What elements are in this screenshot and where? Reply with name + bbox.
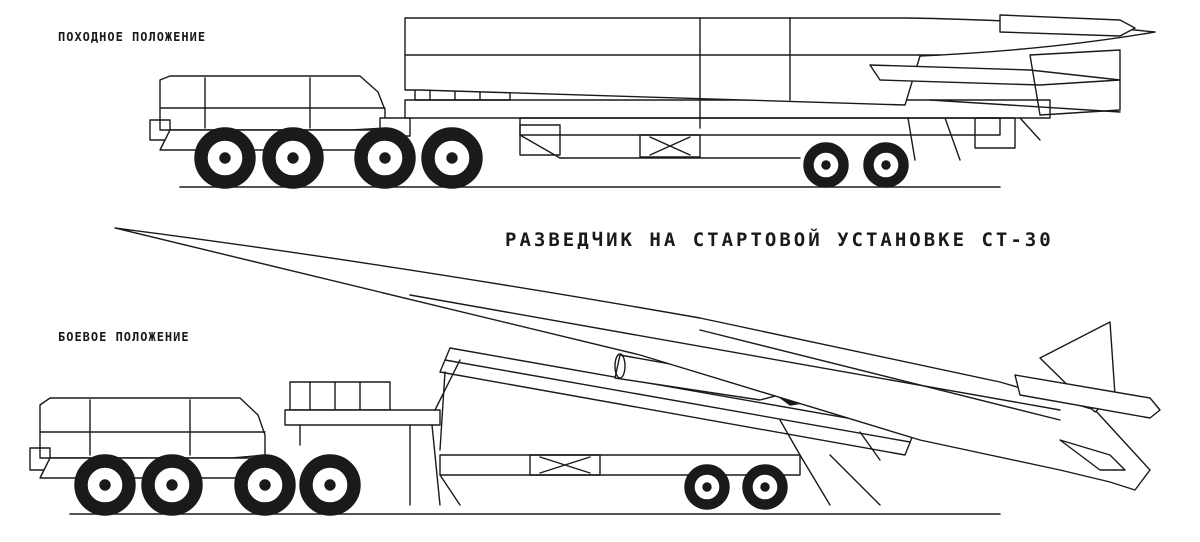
combat-position-view	[30, 228, 1160, 515]
combat-position-caption: БОЕВОЕ ПОЛОЖЕНИЕ	[58, 330, 190, 344]
trailer-frame-bottom	[285, 382, 880, 505]
march-position-view	[150, 15, 1155, 188]
missile-march	[405, 15, 1155, 128]
missile-combat	[115, 228, 1160, 490]
launch-rail	[435, 348, 915, 460]
march-position-caption: ПОХОДНОЕ ПОЛОЖЕНИЕ	[58, 30, 207, 44]
tractor-wheels-top	[195, 128, 482, 188]
tractor-wheels-bottom	[75, 455, 360, 515]
diagram-title: РАЗВЕДЧИК НА СТАРТОВОЙ УСТАНОВКЕ СТ-30	[505, 229, 1054, 251]
trailer-wheels-top	[804, 143, 908, 187]
trailer-wheels-bottom	[685, 465, 787, 509]
